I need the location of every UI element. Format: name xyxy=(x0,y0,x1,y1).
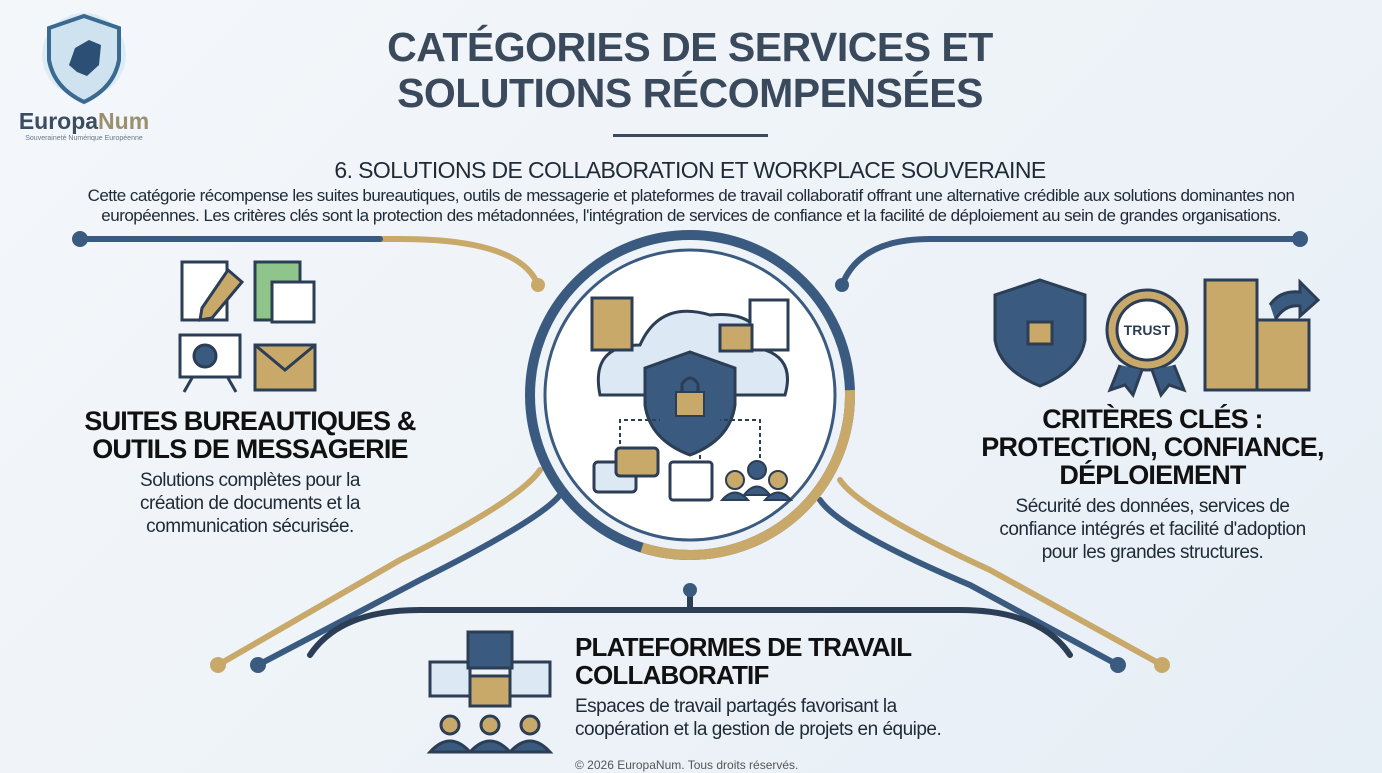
europanum-logo: EuropaNum Souveraineté Numérique Europée… xyxy=(14,10,154,142)
office-suite-icons xyxy=(178,260,317,393)
connector-bottom-right-gold xyxy=(837,477,1165,668)
connector-bottom-right-navy xyxy=(817,497,1121,668)
copyright-footer: © 2026 EuropaNum. Tous droits réservés. xyxy=(575,758,799,772)
key-criteria-heading: CRITÈRES CLÉS :PROTECTION, CONFIANCE,DÉP… xyxy=(981,404,1324,490)
shield-europe-icon xyxy=(42,13,126,105)
connector-top-right xyxy=(839,236,1303,288)
connector-top-left-gold xyxy=(77,236,541,288)
collaboration-icon xyxy=(426,630,554,754)
trust-icons xyxy=(993,278,1321,399)
logo-brand: EuropaNum xyxy=(18,108,150,134)
key-criteria-block: CRITÈRES CLÉS :PROTECTION, CONFIANCE,DÉP… xyxy=(975,405,1330,564)
connector-bottom-left-gold xyxy=(215,467,543,668)
category-description: Cette catégorie récompense les suites bu… xyxy=(87,186,1295,225)
office-suites-block: SUITES BUREAUTIQUES &OUTILS DE MESSAGERI… xyxy=(80,407,420,538)
collaboration-description: Espaces de travail partagés favorisant l… xyxy=(575,696,942,740)
category-subtitle: 6. SOLUTIONS DE COLLABORATION ET WORKPLA… xyxy=(334,157,1046,183)
office-suites-heading: SUITES BUREAUTIQUES &OUTILS DE MESSAGERI… xyxy=(84,406,416,464)
trust-badge-label: TRUST xyxy=(1124,322,1171,338)
logo-tagline: Souveraineté Numérique Européenne xyxy=(25,135,143,142)
title-divider xyxy=(613,134,768,137)
cloud-security-icon xyxy=(590,296,794,502)
connector-bottom-left-navy xyxy=(255,492,563,668)
